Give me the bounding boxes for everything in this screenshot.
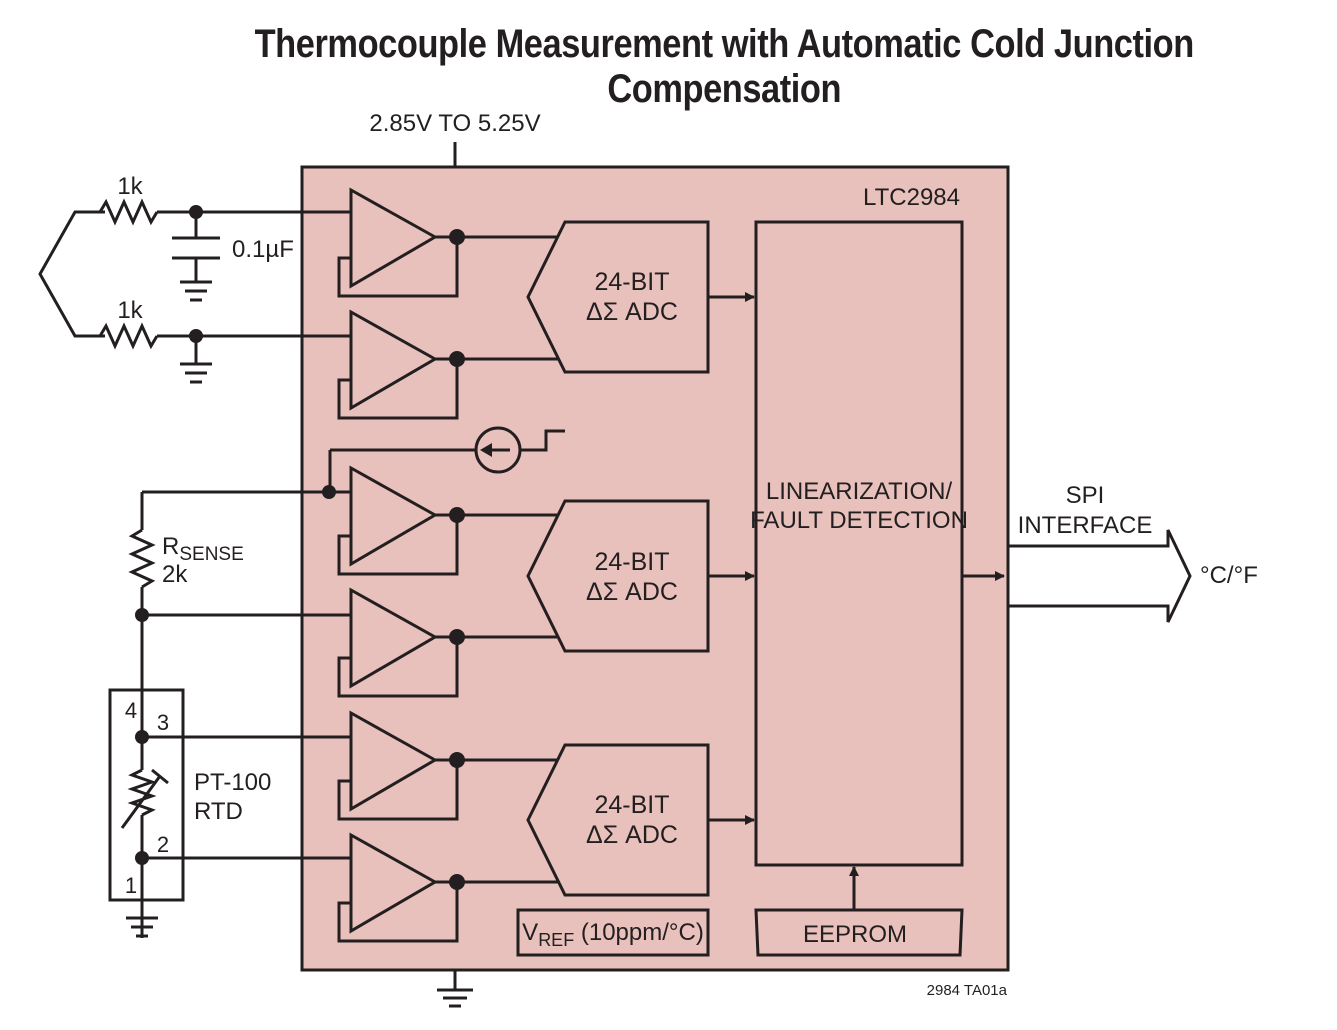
spi-label-line2: INTERFACE bbox=[1018, 512, 1153, 539]
node-dot bbox=[135, 608, 149, 622]
resistor-rsense bbox=[128, 528, 156, 589]
rsense-value: 2k bbox=[162, 561, 188, 588]
output-units-label: °C/°F bbox=[1200, 562, 1258, 589]
adc-block-1: 24-BIT ΔΣ ADC bbox=[526, 220, 710, 374]
thermocouple-symbol bbox=[38, 210, 105, 338]
rsense-label: RSENSE bbox=[162, 533, 244, 565]
linearization-block bbox=[754, 220, 964, 867]
amplifier-2 bbox=[337, 309, 565, 420]
capacitor-label: 0.1µF bbox=[232, 236, 294, 263]
chip-ground-symbol bbox=[437, 970, 473, 1008]
figure-id: 2984 TA01a bbox=[927, 982, 1008, 999]
chip-name: LTC2984 bbox=[863, 184, 960, 211]
amplifier-5 bbox=[337, 710, 565, 821]
supply-label: 2.85V TO 5.25V bbox=[369, 110, 540, 137]
rtd-label-line2: RTD bbox=[194, 798, 243, 825]
capacitor-symbol bbox=[172, 212, 220, 302]
rtd-ground-symbol bbox=[126, 916, 158, 938]
svg-text:ΔΣ ADC: ΔΣ ADC bbox=[586, 298, 678, 326]
svg-text:ΔΣ ADC: ΔΣ ADC bbox=[586, 578, 678, 606]
pin-1: 1 bbox=[125, 873, 137, 898]
svg-text:ΔΣ ADC: ΔΣ ADC bbox=[586, 821, 678, 849]
adc-block-3: 24-BIT ΔΣ ADC bbox=[526, 743, 710, 897]
eeprom-block bbox=[754, 908, 964, 957]
rtd-box bbox=[108, 688, 185, 902]
resistor-1k-bottom bbox=[98, 322, 159, 350]
pin-2: 2 bbox=[157, 832, 169, 857]
amplifier-4 bbox=[337, 587, 565, 698]
ground-symbol bbox=[180, 336, 212, 384]
node-dot bbox=[135, 851, 149, 865]
current-source-icon bbox=[474, 426, 565, 474]
amplifier-1 bbox=[337, 187, 565, 298]
adc-block-2: 24-BIT ΔΣ ADC bbox=[526, 499, 710, 653]
amplifier-3 bbox=[337, 465, 565, 576]
vref-block bbox=[516, 908, 710, 957]
pin-4: 4 bbox=[125, 698, 137, 723]
resistor-1k-top bbox=[98, 198, 159, 226]
diagram-title: Thermocouple Measurement with Automatic … bbox=[254, 22, 1195, 111]
rtd-resistor-symbol bbox=[120, 768, 169, 829]
svg-text:24-BIT: 24-BIT bbox=[594, 268, 669, 296]
amplifier-6 bbox=[337, 832, 565, 943]
resistor-bottom-label: 1k bbox=[117, 297, 143, 324]
linearization-line1: LINEARIZATION/ bbox=[766, 478, 953, 505]
pin-3: 3 bbox=[157, 710, 169, 735]
node-dot bbox=[322, 485, 336, 499]
eeprom-label: EEPROM bbox=[803, 921, 907, 948]
vref-label: VREF (10ppm/°C) bbox=[522, 919, 704, 950]
resistor-top-label: 1k bbox=[117, 173, 143, 200]
spi-label-line1: SPI bbox=[1066, 482, 1105, 509]
svg-text:24-BIT: 24-BIT bbox=[594, 791, 669, 819]
svg-text:24-BIT: 24-BIT bbox=[594, 548, 669, 576]
spi-output-arrow bbox=[1008, 529, 1192, 623]
rtd-label-line1: PT-100 bbox=[194, 769, 271, 796]
linearization-line2: FAULT DETECTION bbox=[750, 507, 968, 534]
